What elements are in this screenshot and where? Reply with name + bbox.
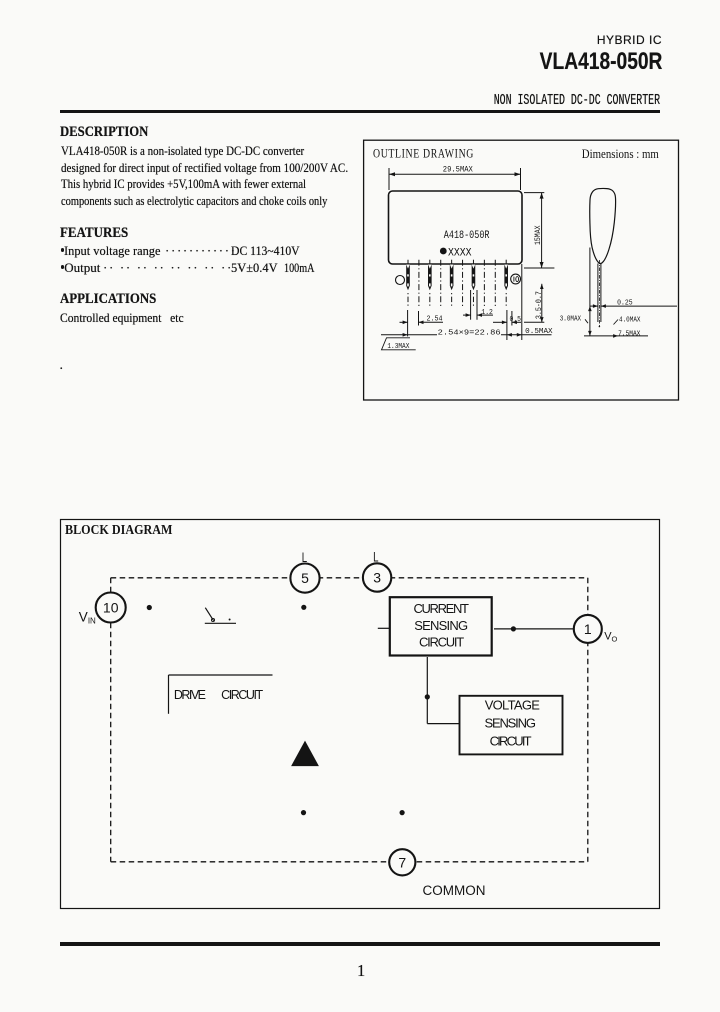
- svg-text:COMMON: COMMON: [423, 883, 486, 898]
- svg-text:A418-050R: A418-050R: [444, 230, 490, 242]
- svg-text:1.3MAX: 1.3MAX: [387, 343, 410, 351]
- svg-text:7.5MAX: 7.5MAX: [618, 330, 641, 338]
- svg-text:CIRCUIT: CIRCUIT: [221, 688, 263, 702]
- svg-text:DRIVE: DRIVE: [174, 688, 206, 702]
- svg-text:7: 7: [398, 854, 406, 870]
- svg-text:29.5MAX: 29.5MAX: [443, 166, 473, 175]
- svg-text:1.2: 1.2: [481, 309, 493, 317]
- svg-text:VOLTAGE: VOLTAGE: [485, 698, 541, 713]
- svg-text:CIRCUIT: CIRCUIT: [490, 734, 532, 749]
- svg-text:CURRENT: CURRENT: [413, 601, 469, 616]
- svg-text:3.0MAX: 3.0MAX: [560, 315, 582, 323]
- svg-text:3: 3: [373, 570, 381, 586]
- svg-text:5: 5: [301, 570, 309, 586]
- svg-text:BLOCK DIAGRAM: BLOCK DIAGRAM: [65, 522, 173, 537]
- svg-text:VO: VO: [604, 631, 617, 644]
- svg-text:VIN: VIN: [79, 609, 96, 625]
- svg-text:2.54×9=22.86: 2.54×9=22.86: [438, 330, 502, 338]
- svg-text:L: L: [373, 549, 379, 564]
- svg-text:2.54: 2.54: [427, 316, 443, 324]
- svg-text:SENSING: SENSING: [414, 618, 468, 633]
- svg-text:15MAX: 15MAX: [533, 226, 543, 246]
- svg-text:4.0MAX: 4.0MAX: [619, 316, 641, 324]
- svg-text:0.5: 0.5: [510, 316, 522, 324]
- svg-text:1: 1: [584, 621, 592, 637]
- svg-text:SENSING: SENSING: [484, 716, 536, 731]
- svg-text:L: L: [302, 550, 308, 565]
- svg-text:0.5MAX: 0.5MAX: [525, 328, 553, 336]
- svg-text:10: 10: [103, 600, 119, 616]
- svg-text:Dimensions : mm: Dimensions : mm: [582, 146, 659, 161]
- svg-text:OUTLINE DRAWING: OUTLINE DRAWING: [373, 147, 474, 161]
- svg-text:0.25: 0.25: [617, 300, 633, 308]
- svg-text:3.5-0.7: 3.5-0.7: [535, 291, 544, 319]
- svg-text:XXXX: XXXX: [448, 248, 472, 260]
- svg-text:CIRCUIT: CIRCUIT: [419, 635, 464, 650]
